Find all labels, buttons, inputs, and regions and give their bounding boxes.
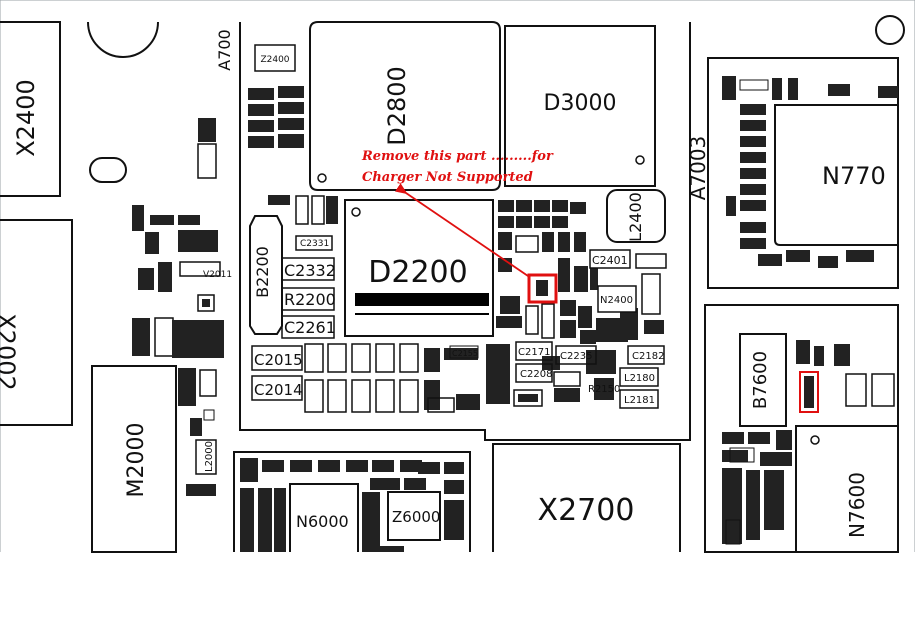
connector-x2002-outline <box>0 219 73 426</box>
z2400-cluster <box>248 86 304 148</box>
annotation-line-1: Remove this part .........for <box>361 149 554 164</box>
label-x2700: X2700 <box>538 493 635 528</box>
cap-c2401 <box>589 249 631 269</box>
label-l2400: L2400 <box>626 192 645 242</box>
annotation-line-2: Charger Not Supported <box>362 170 533 185</box>
component-z6000 <box>387 491 441 541</box>
d2200-right-cluster <box>496 200 667 402</box>
label-a700: A700 <box>215 29 234 70</box>
caps-column <box>268 195 338 339</box>
inductor-l2180 <box>619 367 659 387</box>
label-x2400: X2400 <box>12 79 40 157</box>
chip-n770 <box>774 104 899 246</box>
inductor-l2400 <box>606 189 666 243</box>
n770-passives <box>722 76 898 268</box>
cap-c2015 <box>251 345 303 371</box>
label-c2331: C2331 <box>300 239 329 249</box>
cap-c2155 <box>449 345 479 359</box>
left-small-components <box>132 118 224 496</box>
board-a7003-outline <box>707 57 899 289</box>
oval-pad <box>89 157 127 183</box>
label-v2011: V2011 <box>203 270 232 280</box>
label-d2800: D2800 <box>383 66 411 146</box>
cap-c2182 <box>627 345 665 365</box>
label-r2200: R2200 <box>284 290 336 309</box>
label-c2208: C2208 <box>520 369 552 380</box>
bottom-margin <box>0 552 915 626</box>
label-c2332: C2332 <box>284 261 336 280</box>
label-c2235: C2235 <box>560 351 592 362</box>
connector-x2700 <box>492 443 681 552</box>
label-l2000: L2000 <box>204 441 215 472</box>
label-c2182: C2182 <box>632 351 664 362</box>
chip-d3000 <box>504 25 656 187</box>
label-x2002: X2002 <box>0 313 20 391</box>
chip-n7600 <box>795 425 899 553</box>
annotation-arrow <box>394 183 529 277</box>
label-r2150: R2150 <box>588 384 620 395</box>
highlight-box <box>527 273 558 304</box>
bottom-cap-row <box>304 343 543 413</box>
label-d2200: D2200 <box>368 255 467 290</box>
label-c2401: C2401 <box>592 254 628 267</box>
n6000-passives <box>240 458 464 552</box>
connector-x2400-outline <box>0 21 61 197</box>
board-n6000-outline <box>233 451 471 552</box>
mount-hole-top-right <box>875 15 905 45</box>
cap-c2235 <box>555 345 597 365</box>
b7600-passives <box>722 340 895 545</box>
cap-c2208 <box>515 363 553 383</box>
mount-hole-top-left <box>87 21 159 58</box>
chip-d2800 <box>309 21 501 191</box>
label-c2015: C2015 <box>254 351 303 369</box>
label-b2200: B2200 <box>253 246 272 298</box>
redacted-bar <box>355 293 489 306</box>
component-b2200 <box>249 215 283 335</box>
chip-n6000 <box>289 483 359 552</box>
label-c2155: C2155 <box>452 349 478 358</box>
label-n770: N770 <box>822 162 886 190</box>
cap-c2014 <box>251 375 303 401</box>
label-l2180: L2180 <box>624 373 655 384</box>
component-z2400 <box>254 44 296 72</box>
board-a700-outline <box>239 22 691 441</box>
label-z2400: Z2400 <box>260 55 289 65</box>
component-b7600 <box>739 333 787 427</box>
cap-c2171 <box>515 341 553 361</box>
label-c2261: C2261 <box>284 318 336 337</box>
label-c2014: C2014 <box>254 381 303 399</box>
label-z6000: Z6000 <box>392 508 440 526</box>
label-l2181: L2181 <box>624 395 655 406</box>
chip-n2400 <box>597 285 637 313</box>
target-component <box>536 280 548 296</box>
label-d3000: D3000 <box>544 91 617 116</box>
label-a7003: A7003 <box>686 136 710 201</box>
label-b7600: B7600 <box>750 351 771 409</box>
label-c2171: C2171 <box>518 347 550 358</box>
label-m2000: M2000 <box>124 423 149 498</box>
inductor-l2181 <box>619 389 659 409</box>
label-n7600: N7600 <box>845 472 869 538</box>
module-m2000 <box>91 365 177 553</box>
label-n2400: N2400 <box>600 295 633 306</box>
label-n6000: N6000 <box>296 512 349 531</box>
